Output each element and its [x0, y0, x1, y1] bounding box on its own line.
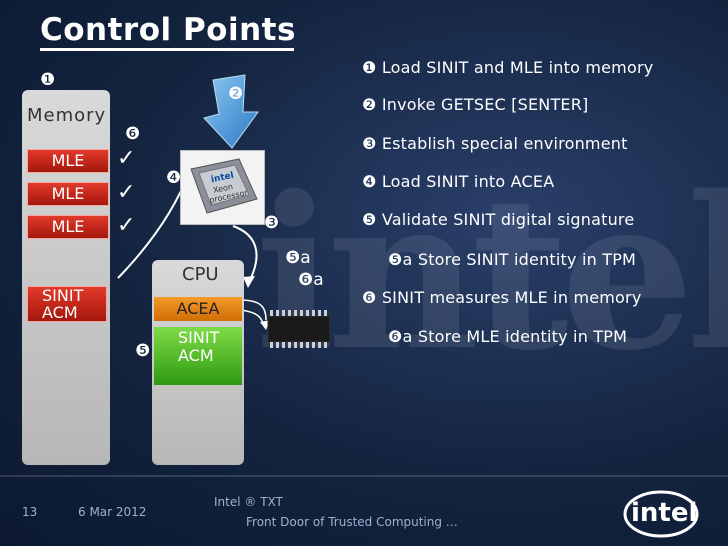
arrow-to-tpm	[239, 299, 267, 321]
intel-watermark: intel	[255, 150, 728, 397]
processor-icon	[190, 158, 258, 214]
footer-subtitle: Front Door of Trusted Computing …	[246, 515, 458, 529]
bullet-6a: ❻a Store MLE identity in TPM	[388, 327, 628, 346]
bullet-1: ❶ Load SINIT and MLE into memory	[362, 58, 654, 77]
bullet-4: ❹ Load SINIT into ACEA	[362, 172, 555, 191]
sinit-acm-cpu-label: SINIT ACM	[178, 328, 220, 365]
title-underline	[40, 48, 294, 51]
bullet-2: ❷ Invoke GETSEC [SENTER]	[362, 95, 589, 114]
acea-block: ACEA	[154, 297, 242, 321]
marker-5: ❺	[135, 341, 151, 361]
page-number: 13	[22, 505, 38, 519]
tpm-chip-icon	[267, 310, 331, 348]
check-mark-1: ✓	[117, 146, 136, 171]
marker-3: ❸	[264, 213, 280, 233]
memory-label: Memory	[27, 105, 107, 126]
bullet-5a: ❺a Store SINIT identity in TPM	[388, 250, 637, 269]
marker-2: ❷	[228, 84, 244, 104]
marker-1: ❶	[40, 70, 56, 90]
slide-title: Control Points	[40, 12, 296, 48]
arrow-cpu-to-acea	[232, 225, 258, 281]
marker-6a: ❻a	[298, 270, 324, 290]
getsec-arrow	[203, 74, 259, 149]
sinit-acm-cpu-block	[154, 327, 242, 385]
sinit-acm-memory-block: SINIT ACM	[27, 286, 107, 322]
bullet-6: ❻ SINIT measures MLE in memory	[362, 288, 642, 307]
check-mark-2: ✓	[117, 180, 136, 205]
footer-product: Intel ® TXT	[214, 495, 283, 509]
mle-block-1: MLE	[27, 149, 109, 173]
intel-logo-text: intel	[631, 498, 698, 528]
check-mark-3: ✓	[117, 213, 136, 238]
marker-5a: ❺a	[285, 248, 311, 268]
mle-block-3: MLE	[27, 215, 109, 239]
intel-logo-icon	[623, 490, 699, 538]
bullet-5: ❺ Validate SINIT digital signature	[362, 210, 635, 229]
footer-date: 6 Mar 2012	[78, 505, 147, 519]
cpu-label: CPU	[182, 264, 219, 285]
xeon-chip-image: intel Xeon processor	[180, 150, 265, 225]
marker-4: ❹	[166, 168, 182, 188]
footer-divider	[0, 475, 728, 477]
bullet-3: ❸ Establish special environment	[362, 134, 628, 153]
mle-block-2: MLE	[27, 182, 109, 206]
marker-6: ❻	[125, 124, 141, 144]
memory-column	[22, 90, 110, 465]
